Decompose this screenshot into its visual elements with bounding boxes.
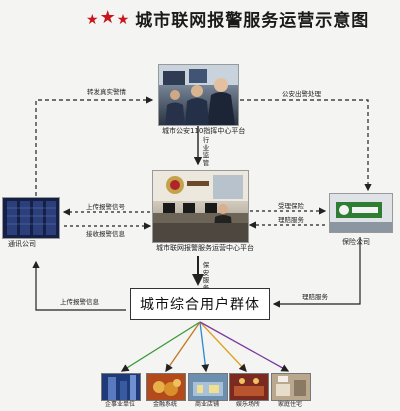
- fan-line: [199, 321, 247, 372]
- upload-alarm-info-label: 上传报警信息: [60, 298, 99, 306]
- arrow-upload-alarm-info: [32, 260, 126, 311]
- star-icon: ★: [116, 12, 130, 28]
- category-label: 金融系统: [152, 401, 177, 408]
- fan-line: [165, 321, 201, 373]
- fan-line: [120, 321, 201, 372]
- star-icon: ★: [99, 7, 116, 28]
- insurance-photo: [329, 193, 393, 233]
- category-photo-entertainment: [229, 373, 269, 401]
- fan-line: [199, 321, 210, 373]
- claim-service-label: 理赔服务: [278, 216, 304, 224]
- arrow-police-response: [240, 99, 372, 192]
- claim-service-users-label: 理赔服务: [302, 293, 328, 301]
- police-110-label: 城市公安110指挥中心平台: [162, 127, 246, 135]
- title-area: ★ ★ ★ 城市联网报警服务运营示意图: [86, 6, 370, 31]
- insurance-label: 保险公司: [342, 238, 370, 246]
- users-group-box: 城市综合用户群体: [130, 288, 270, 320]
- arrow-claim-users: [272, 237, 361, 308]
- category-label: 家庭住宅: [277, 401, 302, 408]
- category-label: 娱乐场所: [235, 401, 260, 408]
- supervision-label: 行业监管: [202, 136, 210, 167]
- accept-insurance-label: 受理保险: [278, 202, 304, 210]
- police-110-photo: [158, 64, 239, 126]
- operations-center-photo: [152, 170, 249, 243]
- category-photo-homes: [271, 373, 311, 401]
- star-icon: ★: [86, 12, 99, 28]
- stars-decoration: ★ ★ ★: [86, 7, 130, 28]
- category-label: 商业店铺: [194, 401, 219, 408]
- diagram-title: 城市联网报警服务运营示意图: [135, 10, 370, 31]
- category-photo-finance: [146, 373, 186, 401]
- police-response-label: 公安出警处理: [282, 90, 321, 98]
- fan-line: [199, 321, 290, 372]
- receive-alarm-info-label: 接收报警信息: [86, 230, 125, 238]
- security-service-label: 保安服务: [202, 261, 210, 291]
- category-label: 企事业单位: [104, 401, 135, 408]
- category-photo-shops: [188, 373, 228, 401]
- telecom-label: 通讯公司: [8, 240, 36, 248]
- upload-alarm-signal-label: 上传报警信号: [86, 203, 125, 211]
- telecom-photo: [2, 197, 60, 239]
- forward-alarm-label: 转发真实警情: [87, 88, 126, 96]
- operations-center-label: 城市联网报警服务运营中心平台: [156, 244, 254, 252]
- arrow-forward-alarm: [35, 96, 154, 196]
- category-photo-enterprise: [101, 373, 141, 401]
